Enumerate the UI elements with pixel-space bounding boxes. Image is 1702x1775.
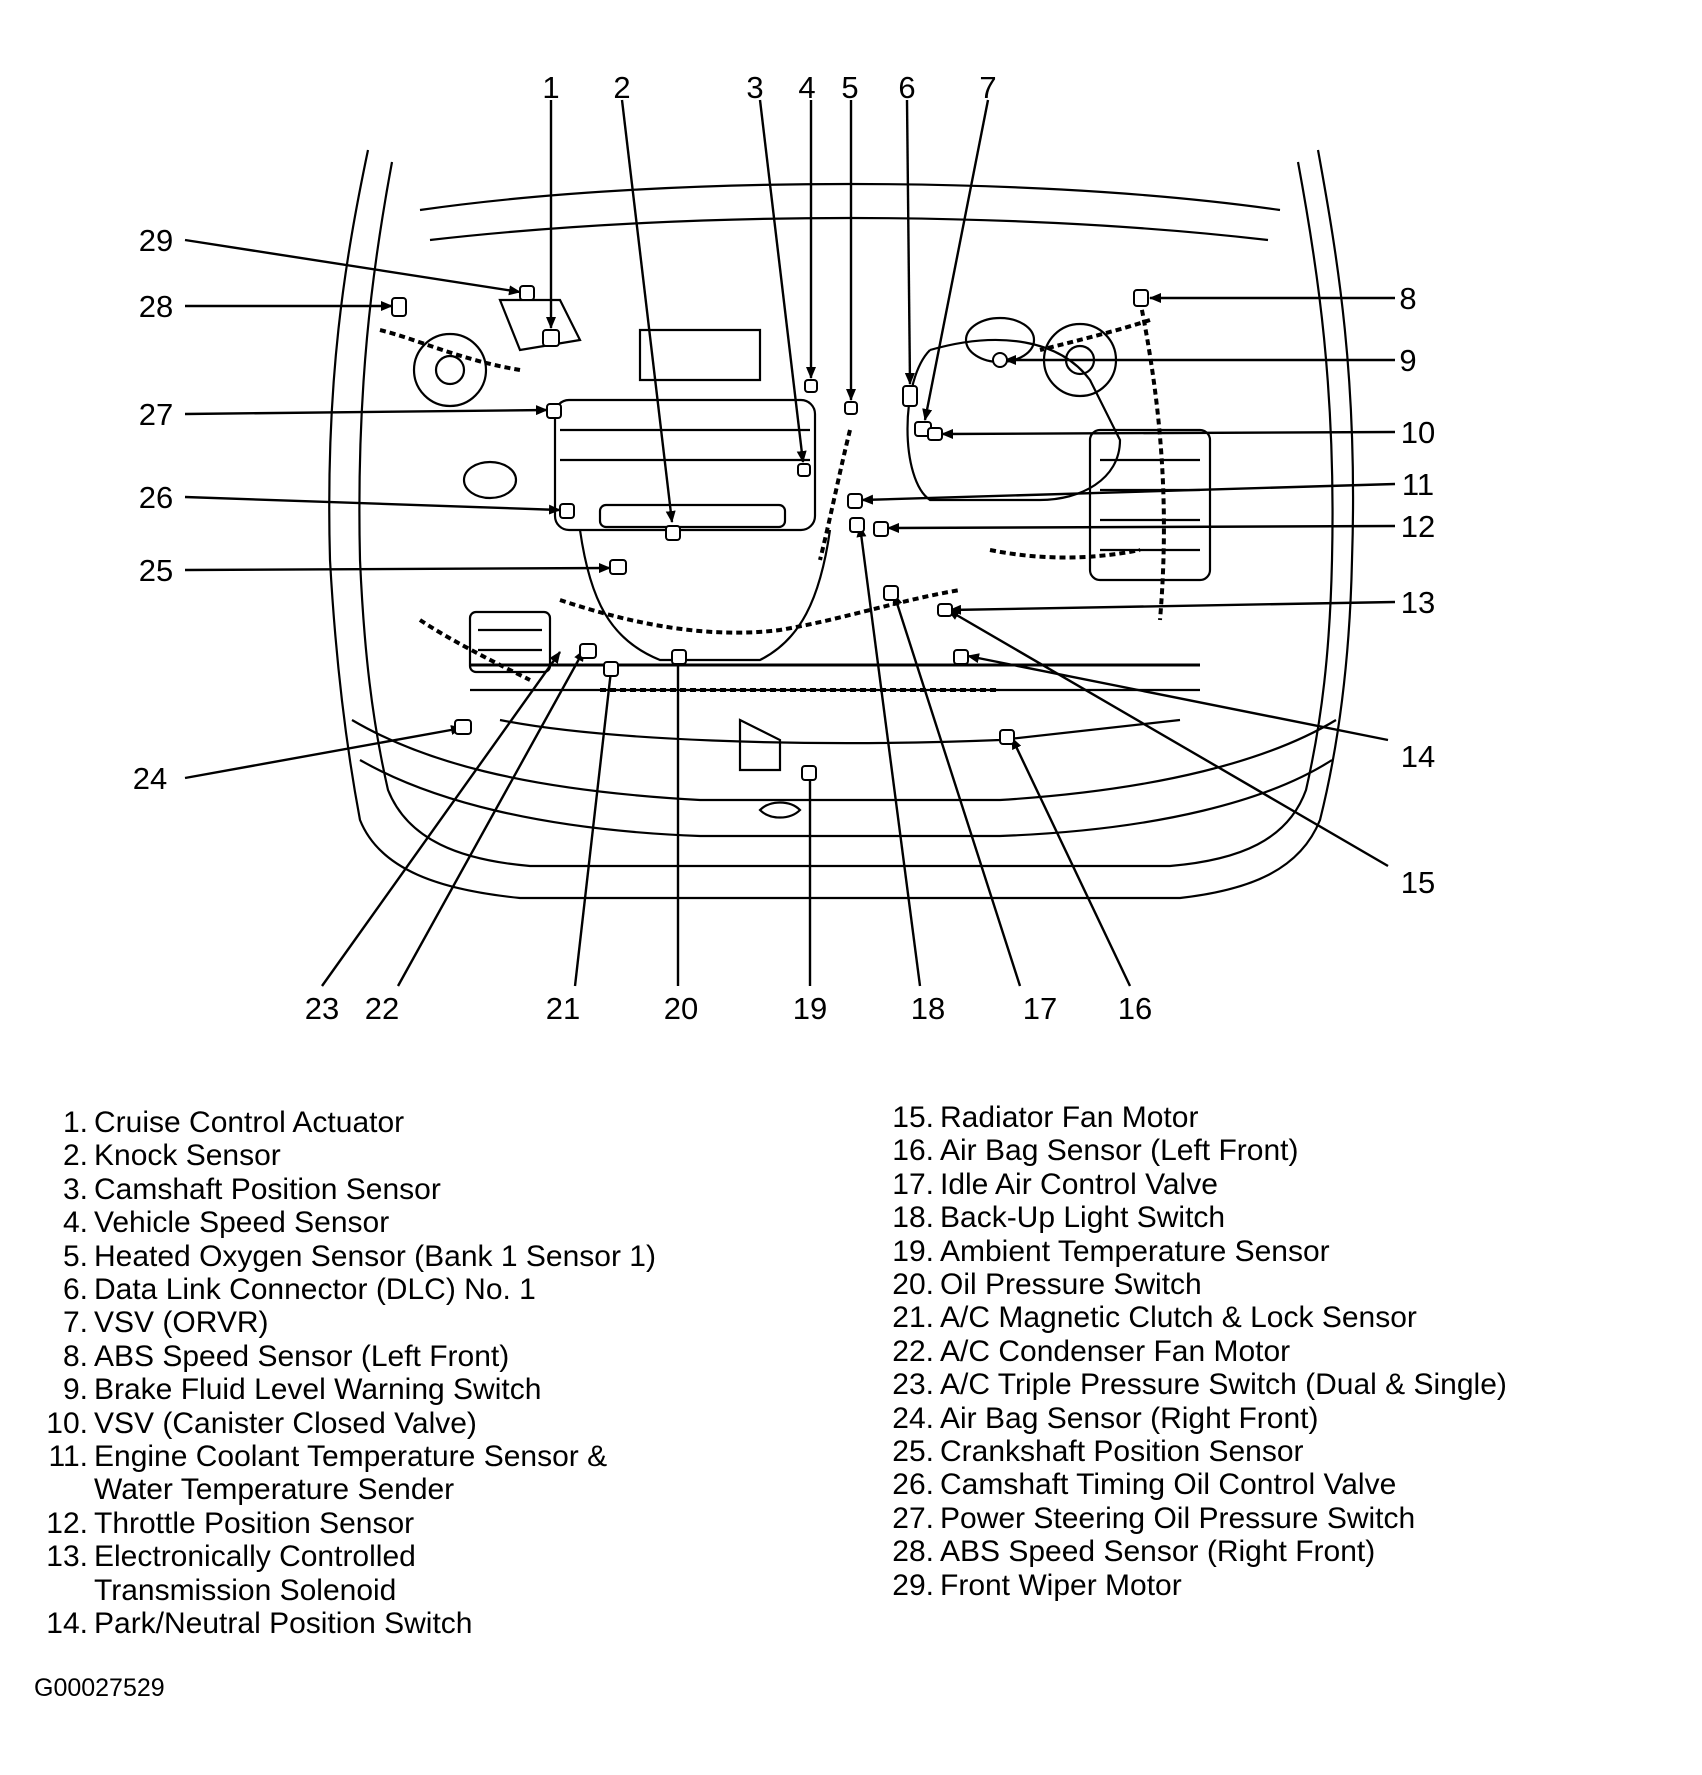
legend-item: 12.Throttle Position Sensor <box>46 1506 415 1540</box>
legend-item: 27.Power Steering Oil Pressure Switch <box>892 1501 1416 1535</box>
legend-item: 24.Air Bag Sensor (Right Front) <box>892 1401 1319 1435</box>
legend-item: 22.A/C Condenser Fan Motor <box>892 1334 1291 1368</box>
callout-19: 19 <box>793 991 827 1026</box>
legend-item: 15.Radiator Fan Motor <box>892 1101 1199 1134</box>
callout-9: 9 <box>1399 343 1416 378</box>
callout-23: 23 <box>305 991 339 1026</box>
callout-2: 2 <box>613 70 630 105</box>
legend-item: 29.Front Wiper Motor <box>892 1568 1182 1602</box>
callout-13: 13 <box>1401 585 1435 620</box>
callout-18: 18 <box>911 991 945 1026</box>
legend-left-column: 1.Cruise Control Actuator 2.Knock Sensor… <box>42 1106 862 1641</box>
callout-5: 5 <box>841 70 858 105</box>
callout-1: 1 <box>542 70 559 105</box>
callout-12: 12 <box>1401 509 1435 544</box>
callout-14: 14 <box>1401 739 1435 774</box>
legend-item: 11.Engine Coolant Temperature Sensor & <box>48 1440 608 1474</box>
callout-17: 17 <box>1023 991 1057 1026</box>
legend-item: Transmission Solenoid <box>94 1573 397 1607</box>
legend-item: 26.Camshaft Timing Oil Control Valve <box>892 1468 1397 1502</box>
legend-item: 7.VSV (ORVR) <box>62 1306 269 1340</box>
callout-numbers: 1 2 3 4 5 6 7 8 9 10 11 12 13 14 15 16 1… <box>133 70 1435 1026</box>
callout-8: 8 <box>1399 281 1416 316</box>
legend-item: 5.Heated Oxygen Sensor (Bank 1 Sensor 1) <box>62 1239 656 1273</box>
legend-item: 9.Brake Fluid Level Warning Switch <box>62 1373 542 1407</box>
callout-3: 3 <box>746 70 763 105</box>
callout-10: 10 <box>1401 415 1435 450</box>
legend-item: Water Temperature Sender <box>94 1473 455 1507</box>
callout-24: 24 <box>133 761 167 796</box>
callout-22: 22 <box>365 991 399 1026</box>
legend-item: 28.ABS Speed Sensor (Right Front) <box>892 1535 1376 1569</box>
legend-item: 8.ABS Speed Sensor (Left Front) <box>62 1339 510 1373</box>
legend-item: 20.Oil Pressure Switch <box>892 1268 1202 1302</box>
legend-right-column: 15.Radiator Fan Motor 16.Air Bag Sensor … <box>888 1101 1688 1602</box>
legend-item: 25.Crankshaft Position Sensor <box>892 1435 1304 1469</box>
callout-28: 28 <box>139 289 173 324</box>
callout-16: 16 <box>1118 991 1152 1026</box>
callout-11: 11 <box>1402 467 1434 502</box>
legend-item: 10.VSV (Canister Closed Valve) <box>46 1406 477 1440</box>
callout-21: 21 <box>546 991 580 1026</box>
connector-markers <box>391 285 1149 781</box>
legend-item: 3.Camshaft Position Sensor <box>62 1172 441 1206</box>
callout-7: 7 <box>979 70 996 105</box>
legend-item: 23.A/C Triple Pressure Switch (Dual & Si… <box>892 1368 1507 1402</box>
callout-29: 29 <box>139 223 173 258</box>
callout-27: 27 <box>139 397 173 432</box>
legend-item: 21.A/C Magnetic Clutch & Lock Sensor <box>892 1301 1417 1335</box>
legend-item: 2.Knock Sensor <box>62 1139 281 1173</box>
callout-26: 26 <box>139 480 173 515</box>
legend-item: 19.Ambient Temperature Sensor <box>892 1234 1330 1268</box>
legend-item: 18.Back-Up Light Switch <box>892 1201 1226 1235</box>
legend-item: 4.Vehicle Speed Sensor <box>62 1206 390 1240</box>
legend-item: 16.Air Bag Sensor (Left Front) <box>892 1134 1299 1168</box>
legend-item: 1.Cruise Control Actuator <box>62 1106 405 1139</box>
vehicle-body-drawing <box>328 149 1355 900</box>
legend-item: 14.Park/Neutral Position Switch <box>46 1607 473 1641</box>
legend-item: 17.Idle Air Control Valve <box>892 1167 1218 1201</box>
callout-25: 25 <box>139 553 173 588</box>
callout-6: 6 <box>898 70 915 105</box>
callout-4: 4 <box>798 70 815 105</box>
figure-code: G00027529 <box>34 1674 165 1702</box>
callout-20: 20 <box>664 991 698 1026</box>
callout-15: 15 <box>1401 865 1435 900</box>
legend-item: 6.Data Link Connector (DLC) No. 1 <box>62 1273 536 1307</box>
leader-lines <box>184 99 1396 987</box>
legend-item: 13.Electronically Controlled <box>46 1540 416 1574</box>
engine-compartment-diagram: 1 2 3 4 5 6 7 8 9 10 11 12 13 14 15 16 1… <box>133 70 1435 1026</box>
